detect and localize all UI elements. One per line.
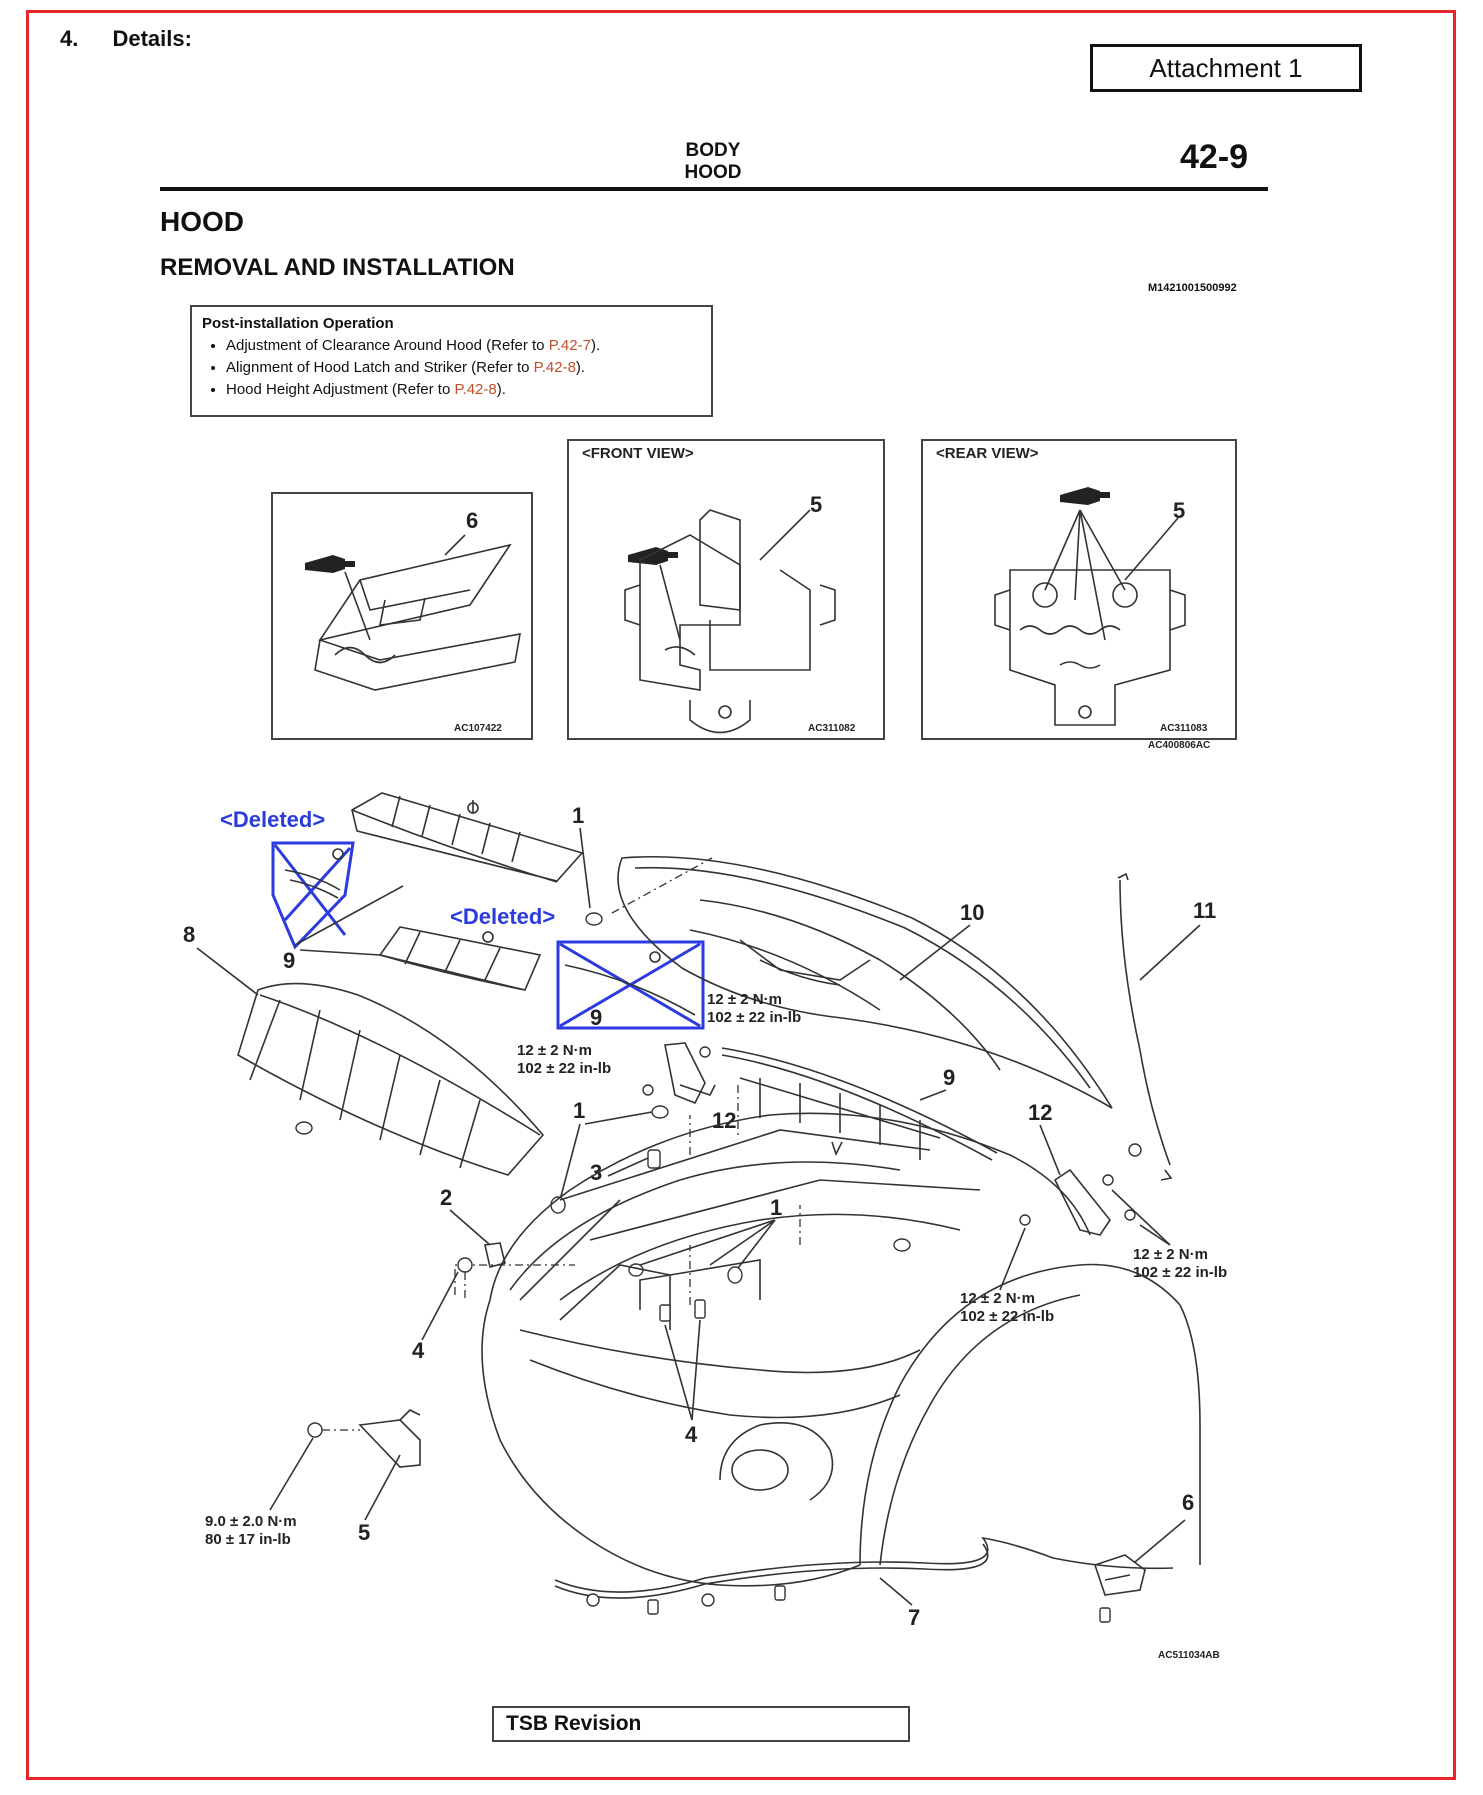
page-border [26, 10, 1456, 1780]
post-item: Adjustment of Clearance Around Hood (Ref… [226, 335, 701, 357]
detail-code: AC311082 [808, 723, 856, 734]
post-item: Alignment of Hood Latch and Striker (Ref… [226, 357, 701, 379]
hood-insulator [237, 982, 545, 1176]
hood-release-cable [554, 1536, 1174, 1615]
hood-weatherstrip-upper [351, 792, 584, 883]
torque-inlb: 102 ± 22 in-lb [960, 1308, 1054, 1325]
section-number: 4. [60, 26, 79, 51]
post-installation-heading: Post-installation Operation [202, 315, 394, 332]
detail-part-label: 5 [810, 492, 822, 517]
main-diagram-code: AC511034AB [1158, 1650, 1220, 1661]
torque-inlb: 102 ± 22 in-lb [1133, 1264, 1227, 1281]
deleted-label: <Deleted> [220, 807, 325, 832]
part-label-1-mid: 1 [573, 1098, 585, 1123]
part-label-9-deleted: 9 [590, 1005, 602, 1030]
hood-lock [307, 1409, 421, 1468]
detail-part-label: 5 [1173, 498, 1185, 523]
hood-hinge-left [642, 1042, 716, 1105]
part-label-8: 8 [183, 922, 195, 947]
post-installation-box: Post-installation Operation Adjustment o… [190, 305, 713, 417]
header-hood: HOOD [684, 162, 742, 183]
part-label-9-lower: 9 [943, 1065, 955, 1090]
detail-code: AC107422 [454, 723, 502, 734]
part-label-7: 7 [908, 1605, 920, 1630]
part-label-10: 10 [960, 900, 984, 925]
page-title: HOOD [160, 206, 244, 237]
detail-part-label: 6 [466, 508, 478, 533]
tsb-revision-label: TSB Revision [506, 1712, 642, 1735]
part-label-4-center: 4 [685, 1422, 698, 1447]
detail-view-rear: <REAR VIEW> 5 AC311083 [921, 439, 1237, 740]
part-label-5: 5 [358, 1520, 370, 1545]
part-label-1-top: 1 [572, 803, 584, 828]
torque-inlb: 80 ± 17 in-lb [205, 1531, 291, 1548]
detail-code: AC311083 [1160, 723, 1208, 734]
header-rule [160, 187, 1268, 191]
reference-link[interactable]: P.42-8 [454, 381, 497, 398]
part-label-12-right: 12 [1028, 1100, 1052, 1125]
deleted-label: <Deleted> [450, 904, 555, 929]
torque-nm: 12 ± 2 N·m [517, 1042, 592, 1059]
hood-weatherstrip-lower [721, 1047, 998, 1161]
detail-view-hood-lock-release: 6 AC107422 [271, 492, 533, 740]
torque-nm: 12 ± 2 N·m [1133, 1246, 1208, 1263]
detail-group-code: AC400806AC [1148, 740, 1210, 751]
section-heading: 4. Details: [60, 26, 192, 52]
vehicle-body [454, 1112, 1201, 1587]
reference-link[interactable]: P.42-8 [533, 359, 576, 376]
rear-view-title: <REAR VIEW> [936, 445, 1039, 462]
part-label-9: 9 [283, 948, 295, 973]
part-label-3: 3 [590, 1160, 602, 1185]
section-label: Details: [112, 26, 192, 51]
part-label-1-low: 1 [770, 1195, 782, 1220]
part-label-2: 2 [440, 1185, 452, 1210]
attachment-box: Attachment 1 [1090, 44, 1362, 92]
page-number: 42-9 [1180, 138, 1249, 176]
header-group: BODY HOOD [668, 140, 758, 184]
hood-panel [617, 855, 1113, 1109]
grease-gun-icon [305, 555, 355, 573]
header-body: BODY [685, 140, 741, 161]
hood-hinge-right [1019, 1168, 1136, 1236]
part-label-4-left: 4 [412, 1338, 425, 1363]
front-view-title: <FRONT VIEW> [582, 445, 694, 462]
part-label-12-left: 12 [712, 1108, 736, 1133]
doc-code: M1421001500992 [1148, 282, 1237, 294]
reference-link[interactable]: P.42-7 [548, 337, 591, 354]
deleted-mark-1: <Deleted> [220, 807, 355, 950]
tsb-revision-box: TSB Revision [492, 1706, 910, 1742]
torque-inlb: 102 ± 22 in-lb [707, 1009, 801, 1026]
part-label-6: 6 [1182, 1490, 1194, 1515]
post-item: Hood Height Adjustment (Refer to P.42-8)… [226, 379, 701, 401]
grease-gun-icon [1060, 487, 1110, 505]
torque-inlb: 102 ± 22 in-lb [517, 1060, 611, 1077]
grommet-icon [585, 912, 603, 926]
page-subtitle: REMOVAL AND INSTALLATION [160, 254, 515, 281]
hood-release-handle [1093, 1554, 1146, 1623]
torque-nm: 9.0 ± 2.0 N·m [205, 1513, 297, 1530]
grease-gun-icon [628, 547, 678, 565]
hood-support-rod [1117, 872, 1173, 1181]
torque-nm: 12 ± 2 N·m [960, 1290, 1035, 1307]
hood-weatherstrip-middle [378, 926, 542, 991]
part-label-11: 11 [1193, 898, 1216, 923]
detail-view-front: <FRONT VIEW> 5 AC311082 [567, 439, 885, 740]
attachment-label: Attachment 1 [1149, 53, 1303, 83]
deleted-mark-2: <Deleted> 9 [450, 904, 705, 1030]
torque-nm: 12 ± 2 N·m [707, 991, 782, 1008]
